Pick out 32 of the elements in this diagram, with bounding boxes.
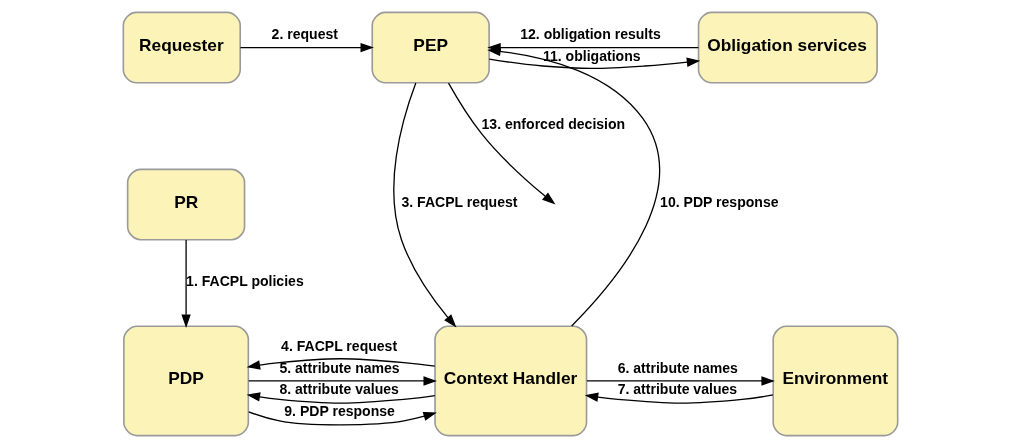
node-box: Obligation services xyxy=(697,11,878,84)
arrow xyxy=(447,82,556,205)
arrow xyxy=(248,411,437,426)
edge-label: 13. enforced decision xyxy=(481,115,626,132)
edge-label: 7. attribute values xyxy=(617,381,738,398)
arrow xyxy=(248,376,437,386)
edge-label: 6. attribute names xyxy=(617,359,738,376)
node-box: PR xyxy=(126,168,246,241)
edge-label: 3. FACPL request xyxy=(401,194,518,211)
node-box: Requester xyxy=(122,11,241,84)
edge-label: 1. FACPL policies xyxy=(186,272,304,289)
arrow xyxy=(488,57,701,70)
arrow xyxy=(586,376,775,386)
edge-label: 10. PDP response xyxy=(660,194,779,211)
edge-label: 11. obligations xyxy=(542,48,641,65)
node-box: Environment xyxy=(772,325,899,437)
arrow xyxy=(239,42,374,53)
edge-label: 5. attribute names xyxy=(279,359,400,376)
edge-label: 2. request xyxy=(271,26,338,43)
arrow xyxy=(181,239,191,328)
edge-label: 12. obligation results xyxy=(520,26,661,43)
edge-label: 9. PDP response xyxy=(284,402,395,419)
arrow xyxy=(584,392,774,404)
edge-label: 4. FACPL request xyxy=(281,338,398,355)
node-box: PDP xyxy=(123,325,250,437)
node-box: PEP xyxy=(371,11,490,84)
arrow xyxy=(487,46,661,327)
node-box: Context Handler xyxy=(434,325,588,437)
edge-label: 8. attribute values xyxy=(279,381,399,398)
arrow xyxy=(246,358,436,370)
arrow xyxy=(393,82,457,328)
arrow xyxy=(246,392,436,404)
